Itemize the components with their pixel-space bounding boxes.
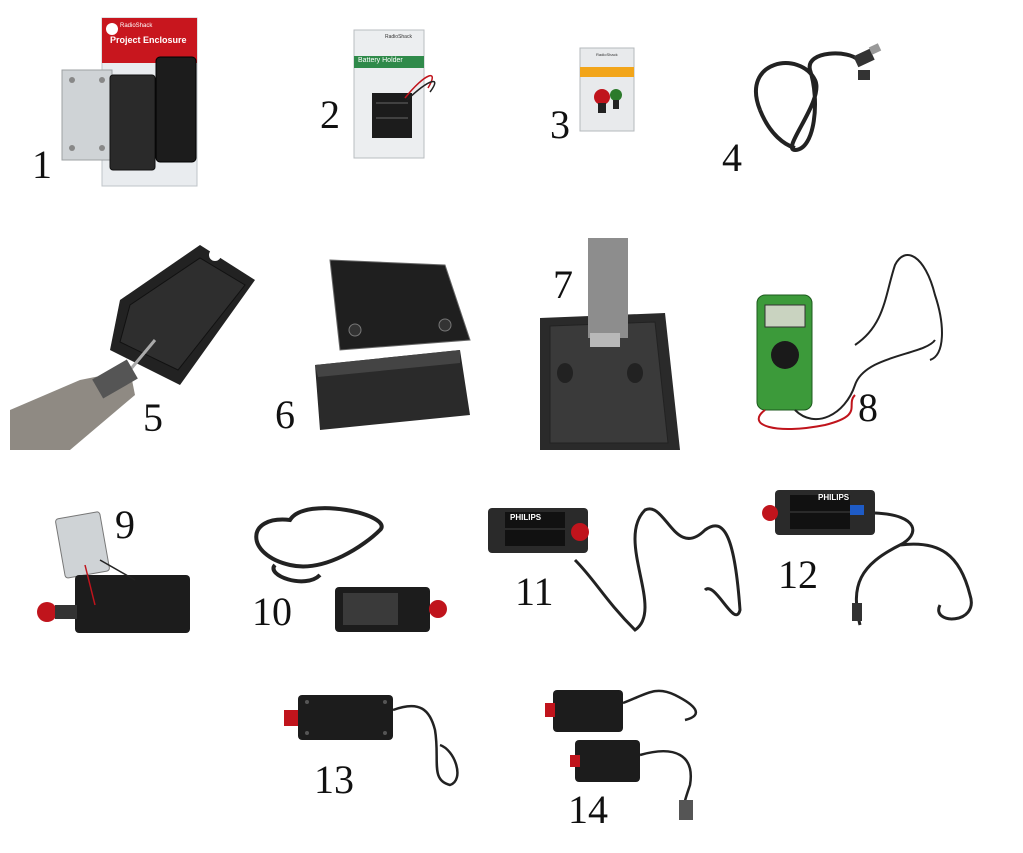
battery-label: PHILIPS bbox=[818, 493, 850, 502]
step-number: 9 bbox=[115, 502, 135, 547]
step-6-enclosure-lid-image bbox=[315, 259, 471, 430]
step-11-assembly-image bbox=[488, 507, 742, 632]
step-number: 4 bbox=[722, 135, 742, 180]
step-number: 3 bbox=[550, 102, 570, 147]
step-3-photo: RadioShack bbox=[578, 45, 638, 135]
step-12-assembly-image bbox=[762, 490, 973, 626]
push-button-package-image bbox=[579, 47, 635, 132]
step-number: 5 bbox=[143, 395, 163, 440]
step-8-multimeter-image bbox=[756, 254, 943, 431]
package-title: Project Enclosure bbox=[110, 35, 187, 45]
package-brand: RadioShack bbox=[385, 34, 412, 40]
step-number: 11 bbox=[515, 569, 554, 614]
step-number: 13 bbox=[314, 757, 354, 802]
step-4-usb-cable-image bbox=[754, 43, 882, 153]
step-number: 14 bbox=[568, 787, 608, 832]
step-number: 1 bbox=[32, 142, 52, 187]
step-number: 8 bbox=[858, 385, 878, 430]
step-number: 6 bbox=[275, 392, 295, 437]
step-number: 2 bbox=[320, 92, 340, 137]
step-7-soldering-image bbox=[540, 238, 680, 450]
step-number: 7 bbox=[553, 262, 573, 307]
package-brand: RadioShack bbox=[596, 52, 618, 57]
step-9-assembly-image bbox=[37, 511, 190, 633]
step-number: 10 bbox=[252, 589, 292, 634]
battery-holder-package-image bbox=[353, 29, 436, 159]
step-1-photo: RadioShack Project Enclosure bbox=[50, 15, 210, 190]
step-2-photo: RadioShack Battery Holder bbox=[350, 28, 445, 163]
step-10-wiring-image bbox=[254, 506, 447, 632]
package-brand: RadioShack bbox=[120, 23, 153, 29]
step-13-finished-device-image bbox=[284, 695, 459, 787]
project-enclosure-package-image bbox=[61, 17, 198, 187]
step-5-drilling-image bbox=[10, 245, 255, 450]
package-title: Battery Holder bbox=[358, 57, 403, 64]
step-number: 12 bbox=[778, 552, 818, 597]
battery-label: PHILIPS bbox=[510, 513, 542, 522]
step-14-finished-devices-image bbox=[545, 689, 698, 820]
